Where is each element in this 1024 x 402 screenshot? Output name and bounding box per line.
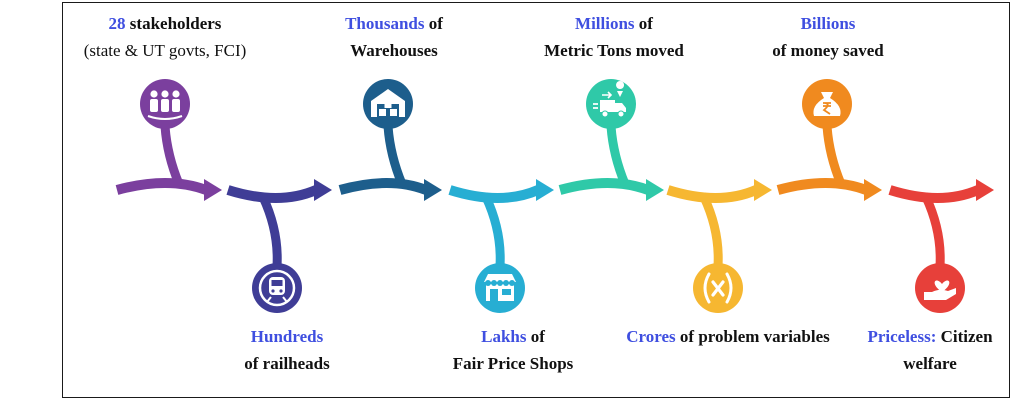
step-highlight: Hundreds [250,327,324,346]
step-text: of [526,327,545,346]
step-text: of problem variables [675,327,830,346]
connector-stem [699,192,723,271]
timeline-step-3 [338,79,442,201]
arrow-band [666,185,758,203]
money-bag-icon [813,92,841,116]
step-subtext: of money saved [772,41,884,60]
arrow-band [338,178,428,195]
arrow-head [976,179,994,201]
step-highlight: Millions [575,14,635,33]
connector-stem [822,121,846,189]
shop-icon [484,274,516,301]
arrow-head [204,179,222,201]
diagram-frame [62,2,1010,398]
timeline-step-5 [558,79,664,201]
step-highlight: Crores [626,327,676,346]
arrow-band [226,185,318,203]
arrow-head [646,179,664,201]
arrow-band [776,178,868,195]
step-text: of [424,14,443,33]
connector-stem [921,192,945,271]
step-highlight: 28 [108,14,126,33]
step-subtext: Metric Tons moved [544,41,684,60]
step-subtext: Warehouses [350,41,438,60]
step-highlight: Lakhs [481,327,527,346]
arrow-band [448,185,540,203]
timeline-step-6 [666,179,772,313]
timeline-step-1 [115,79,222,201]
arrow-band [888,185,980,203]
arrow-band [558,178,650,195]
delivery-truck-icon [593,81,626,118]
step-text: stakeholders [125,14,222,33]
step-label-5: Millions of Metric Tons moved [544,10,684,64]
arrow-head [864,179,882,201]
step-label-3: Thousands of Warehouses [345,10,443,64]
step-highlight: Billions [800,14,856,33]
step-subtext: Fair Price Shops [452,354,574,373]
arrow-head [536,179,554,201]
step-label-7: Billions of money saved [772,10,883,64]
step-label-6: Crores of problem variables [626,323,830,350]
caring-hand-icon [924,280,956,300]
step-subtext: (state & UT govts, FCI) [83,41,247,60]
timeline-step-4 [448,179,554,313]
connector-stem [258,192,282,271]
connector-stem [160,121,184,189]
variable-x-icon [703,272,733,304]
step-subtext: of railheads [244,354,330,373]
step-highlight: Priceless: [867,327,937,346]
step-label-2: Hundreds of railheads [244,323,329,377]
step-label-1: 28 stakeholders (state & UT govts, FCI) [84,10,247,64]
connector-stem [383,121,407,189]
arrow-head [424,179,442,201]
step-text: of [634,14,653,33]
warehouse-icon [371,89,405,117]
timeline-step-7 [776,79,882,201]
arrow-head [754,179,772,201]
timeline-step-2 [226,179,332,313]
timeline-step-8 [888,179,994,313]
connector-stem [606,121,630,189]
step-highlight: Thousands [345,14,425,33]
step-label-8: Priceless: Citizen welfare [867,323,992,377]
step-text: Citizen [936,327,993,346]
arrow-band [115,178,208,195]
people-icon [147,90,183,120]
train-icon [258,269,296,307]
arrow-head [314,179,332,201]
step-label-4: Lakhs of Fair Price Shops [453,323,574,377]
step-subtext: welfare [903,354,957,373]
connector-stem [481,192,505,271]
